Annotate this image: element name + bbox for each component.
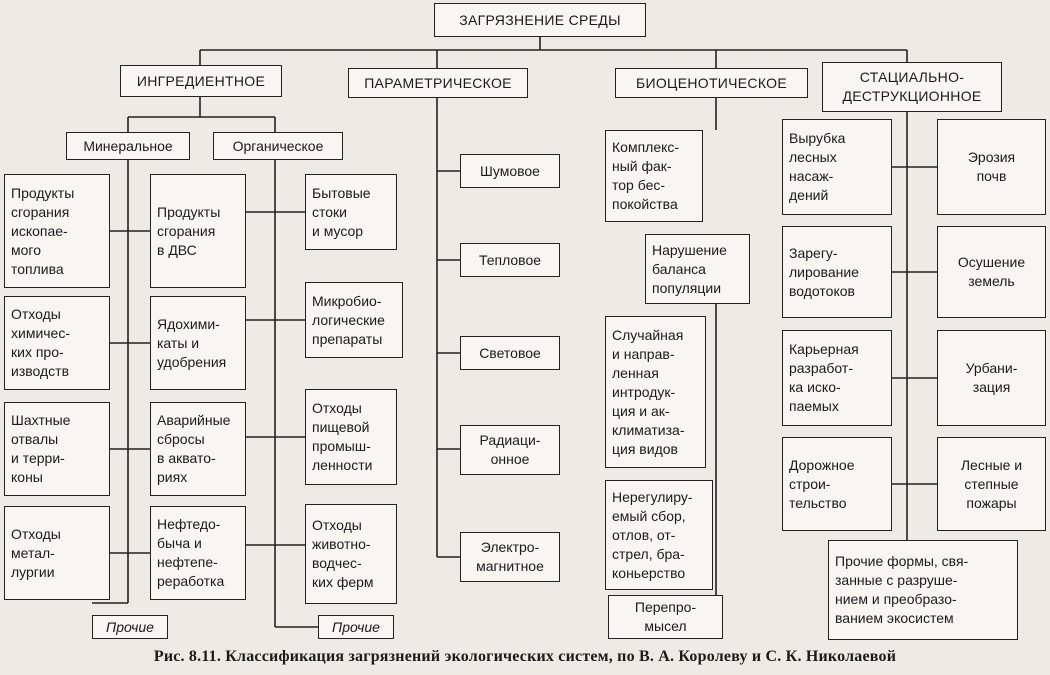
category-biocenotic: БИОЦЕНОТИЧЕСКОЕ (615, 68, 808, 98)
other-right-label: Прочие (332, 618, 380, 635)
parametric-item-1-label: Шумовое (480, 162, 540, 179)
subtype-mineral: Минеральное (66, 132, 190, 160)
parametric-item-2: Тепловое (460, 243, 560, 277)
stational-other: Прочие формы, свя- занные с разруше- ние… (828, 540, 1018, 640)
stational-left-item-4: Дорожное строи- тельство (782, 437, 892, 531)
parametric-item-3-label: Световое (479, 344, 541, 361)
biocenotic-item-2: Нарушение баланса популяции (645, 234, 750, 304)
stational-right-item-3-label: Урбани- зация (965, 360, 1018, 395)
organic-item-1: Бытовые стоки и мусор (305, 174, 397, 250)
stational-right-item-1: Эрозия почв (937, 119, 1046, 215)
category-stational: СТАЦИАЛЬНО- ДЕСТРУКЦИОННОЕ (822, 62, 1002, 112)
mineral-item-1-label: Продукты сгорания ископае- мого топлива (11, 184, 75, 277)
parametric-item-5: Электро- магнитное (460, 532, 560, 582)
stational-left-item-4-label: Дорожное строи- тельство (789, 456, 855, 511)
biocenotic-item-4: Нерегулиру- емый сбор, отлов, от- стрел,… (605, 480, 713, 590)
stational-other-label: Прочие формы, свя- занные с разруше- ние… (835, 553, 969, 626)
category-ingredient-label: ИНГРЕДИЕНТНОЕ (136, 72, 266, 89)
parametric-item-4: Радиаци- онное (460, 425, 560, 475)
mineral-item-4: Отходы метал- лургии (4, 506, 110, 600)
organic-item-2-label: Микробио- логические препараты (312, 292, 385, 347)
category-ingredient: ИНГРЕДИЕНТНОЕ (120, 65, 282, 97)
biocenotic-item-1-label: Комплекс- ный фак- тор бес- покойства (612, 139, 680, 212)
shared-item-4-label: Нефтедо- быча и нефтепе- реработка (157, 516, 225, 589)
biocenotic-item-5-label: Перепро- мысел (634, 599, 697, 634)
biocenotic-item-5: Перепро- мысел (608, 595, 723, 639)
organic-item-3: Отходы пищевой промыш- ленности (305, 389, 397, 485)
shared-item-1: Продукты сгорания в ДВС (150, 174, 246, 288)
shared-item-2-label: Ядохими- каты и удобрения (157, 315, 227, 370)
subtype-organic-label: Органическое (232, 137, 324, 154)
parametric-item-5-label: Электро- магнитное (476, 539, 544, 574)
shared-item-2: Ядохими- каты и удобрения (150, 296, 246, 390)
stational-left-item-1: Вырубка лесных насаж- дений (782, 119, 892, 215)
stational-left-item-2-label: Зарегу- лирование водотоков (789, 244, 859, 299)
stational-left-item-3: Карьерная разработ- ка иско- паемых (782, 330, 892, 426)
biocenotic-item-3: Случайная и направ- ленная интродук- ция… (605, 316, 706, 468)
stational-right-item-4-label: Лесные и степные пожары (960, 456, 1023, 511)
shared-item-3: Аварийные сбросы в аквато- риях (150, 402, 246, 496)
root-label: ЗАГРЯЗНЕНИЕ СРЕДЫ (459, 11, 621, 28)
mineral-item-3-label: Шахтные отвалы и терри- коны (11, 412, 71, 485)
category-parametric: ПАРАМЕТРИЧЕСКОЕ (348, 68, 528, 98)
stational-left-item-2: Зарегу- лирование водотоков (782, 226, 892, 318)
mineral-item-1: Продукты сгорания ископае- мого топлива (4, 174, 110, 288)
parametric-item-3: Световое (460, 336, 560, 370)
organic-item-4: Отходы животно- водчес- ких ферм (305, 504, 397, 604)
parametric-item-4-label: Радиаци- онное (479, 432, 541, 467)
shared-item-1-label: Продукты сгорания в ДВС (157, 203, 221, 258)
stational-left-item-1-label: Вырубка лесных насаж- дений (789, 130, 846, 203)
shared-item-3-label: Аварийные сбросы в аквато- риях (157, 412, 231, 485)
mineral-item-2-label: Отходы химичес- ких про- изводств (11, 306, 71, 379)
subtype-mineral-label: Минеральное (83, 137, 173, 154)
stational-right-item-3: Урбани- зация (937, 330, 1046, 426)
subtype-organic: Органическое (213, 132, 343, 160)
root-node: ЗАГРЯЗНЕНИЕ СРЕДЫ (434, 3, 646, 37)
category-biocenotic-label: БИОЦЕНОТИЧЕСКОЕ (636, 74, 787, 91)
mineral-item-4-label: Отходы метал- лургии (11, 525, 61, 580)
figure-caption: Рис. 8.11. Классификация загрязнений эко… (153, 648, 897, 665)
biocenotic-item-2-label: Нарушение баланса популяции (652, 241, 727, 296)
other-left: Прочие (92, 615, 168, 639)
organic-item-2: Микробио- логические препараты (305, 282, 403, 358)
mineral-item-2: Отходы химичес- ких про- изводств (4, 296, 110, 390)
biocenotic-item-4-label: Нерегулиру- емый сбор, отлов, от- стрел,… (612, 488, 693, 581)
other-left-label: Прочие (106, 618, 154, 635)
parametric-item-1: Шумовое (460, 154, 560, 188)
category-stational-label: СТАЦИАЛЬНО- ДЕСТРУКЦИОННОЕ (842, 69, 982, 104)
stational-right-item-1-label: Эрозия почв (967, 149, 1016, 184)
organic-item-3-label: Отходы пищевой промыш- ленности (312, 400, 373, 473)
shared-item-4: Нефтедо- быча и нефтепе- реработка (150, 506, 246, 600)
other-right: Прочие (318, 615, 394, 639)
mineral-item-3: Шахтные отвалы и терри- коны (4, 402, 110, 496)
biocenotic-item-1: Комплекс- ный фак- тор бес- покойства (605, 130, 703, 222)
stational-right-item-4: Лесные и степные пожары (937, 437, 1046, 531)
organic-item-4-label: Отходы животно- водчес- ких ферм (312, 517, 374, 590)
organic-item-1-label: Бытовые стоки и мусор (312, 184, 371, 239)
category-parametric-label: ПАРАМЕТРИЧЕСКОЕ (364, 74, 512, 91)
stational-right-item-2-label: Осушение земель (957, 254, 1026, 289)
stational-left-item-3-label: Карьерная разработ- ка иско- паемых (789, 341, 859, 414)
biocenotic-item-3-label: Случайная и направ- ленная интродук- ция… (612, 326, 685, 457)
stational-right-item-2: Осушение земель (937, 226, 1046, 318)
parametric-item-2-label: Тепловое (478, 251, 542, 268)
